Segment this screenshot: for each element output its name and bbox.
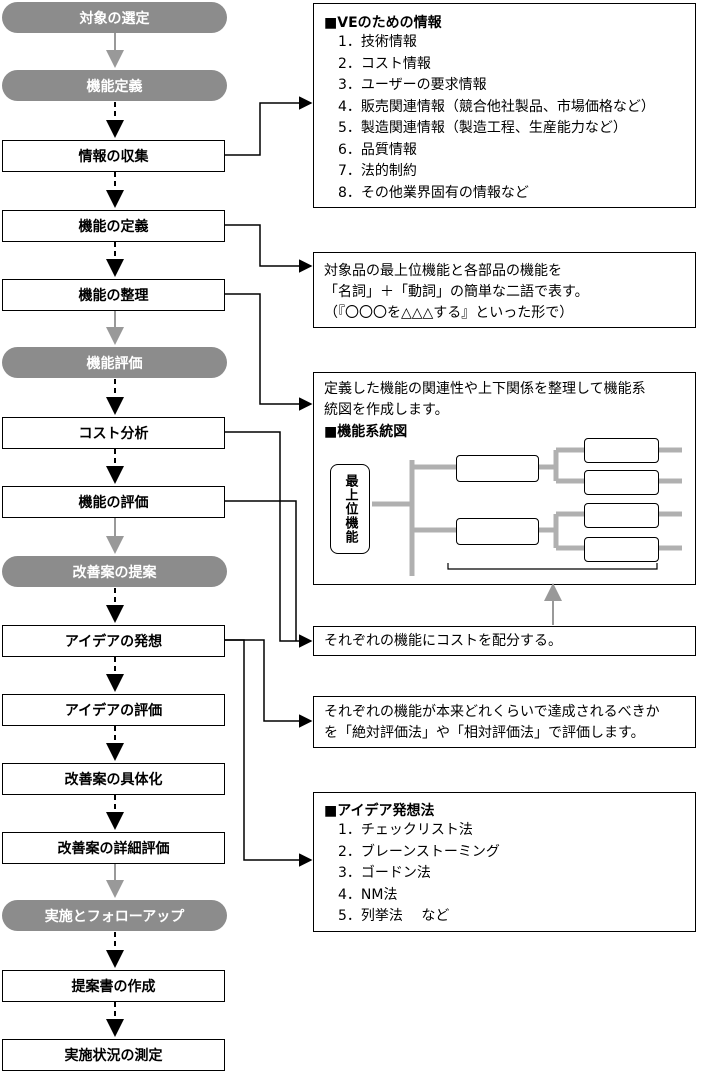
step-label: 機能の評価	[78, 495, 149, 511]
step-label: 提案書の作成	[71, 979, 156, 995]
list-item: 1．チェックリスト法	[338, 822, 473, 838]
connector-idea-panel	[225, 639, 313, 867]
connector-cost	[225, 431, 313, 648]
phase-improvement-proposal: 改善案の提案	[2, 556, 227, 587]
function-box	[584, 503, 659, 528]
function-box	[584, 470, 659, 495]
list-item: 4．販売関連情報（競合他社製品、市場価格など）	[338, 98, 655, 115]
function-box	[584, 537, 659, 562]
step-cost-analysis: コスト分析	[2, 417, 225, 449]
connector-eval	[225, 500, 297, 641]
step-concretize: 改善案の具体化	[2, 763, 225, 795]
list-item: 3．ゴードン法	[338, 865, 431, 881]
phase-label: 機能評価	[86, 355, 143, 372]
step-idea-generation: アイデアの発想	[2, 625, 225, 657]
list-item: 1．技術情報	[338, 34, 417, 50]
step-label: 実施状況の測定	[64, 1048, 163, 1064]
phase-label: 機能定義	[86, 78, 143, 95]
ve-info-panel: ■VEのための情報 1．技術情報 2．コスト情報 3．ユーザーの要求情報 4．販…	[313, 3, 696, 208]
define-panel: 対象品の最上位機能と各部品の機能を 「名詞」＋「動詞」の簡単な二語で表す。 （『…	[313, 252, 696, 328]
phase-label: 改善案の提案	[72, 564, 157, 581]
panel-line: （『〇〇〇を△△△する』といった形で）	[324, 305, 574, 321]
list-item: 5．列挙法 など	[338, 908, 450, 924]
step-label: 改善案の具体化	[64, 772, 163, 788]
step-idea-evaluation: アイデアの評価	[2, 694, 225, 726]
idea-methods-panel: ■アイデア発想法 1．チェックリスト法 2．ブレーンストーミング 3．ゴードン法…	[313, 792, 696, 932]
panel-title: ■VEのための情報	[324, 15, 442, 31]
list-item: 5．製造関連情報（製造工程、生産能力など）	[338, 120, 627, 136]
step-info-collection: 情報の収集	[2, 140, 225, 172]
diagram-title: ■機能系統図	[324, 424, 408, 440]
list-item: 7．法的制約	[338, 163, 417, 179]
phase-label: 実施とフォローアップ	[44, 908, 185, 925]
step-function-organize: 機能の整理	[2, 279, 225, 311]
step-detail-eval: 改善案の詳細評価	[2, 832, 225, 864]
step-function-define: 機能の定義	[2, 210, 225, 242]
list-item: 2．コスト情報	[338, 55, 431, 72]
list-item: 8．その他業界固有の情報など	[338, 184, 529, 201]
top-function-label: 最上位機能	[342, 474, 358, 544]
phase-function-definition: 機能定義	[2, 70, 227, 101]
connector-organize	[225, 293, 313, 411]
panel-line: を「絶対評価法」や「相対評価法」で評価します。	[324, 725, 645, 741]
step-function-eval: 機能の評価	[2, 486, 225, 518]
panel-title: ■アイデア発想法	[324, 803, 435, 819]
step-label: コスト分析	[78, 426, 149, 442]
step-label: 機能の定義	[78, 219, 149, 235]
cost-panel: それぞれの機能にコストを配分する。	[313, 626, 696, 656]
list-item: 3．ユーザーの要求情報	[338, 77, 487, 93]
step-label: アイデアの評価	[64, 703, 163, 719]
phase-target-selection: 対象の選定	[2, 2, 227, 33]
connector-eval-panel	[225, 501, 286, 641]
list-item: 2．ブレーンストーミング	[338, 843, 500, 860]
panel-line: 「名詞」＋「動詞」の簡単な二語で表す。	[324, 284, 589, 300]
panel-line: 統図を作成します。	[324, 402, 449, 418]
step-status-measure: 実施状況の測定	[2, 1039, 225, 1071]
function-box	[456, 455, 539, 482]
step-proposal-document: 提案書の作成	[2, 970, 225, 1002]
connector-idea	[225, 639, 313, 728]
list-item: 4．NM法	[338, 886, 398, 903]
connector-define	[225, 224, 313, 273]
panel-line: それぞれの機能が本来どれくらいで達成されるべきか	[324, 704, 660, 720]
phase-function-evaluation: 機能評価	[2, 347, 227, 378]
panel-line: それぞれの機能にコストを配分する。	[324, 633, 562, 649]
step-label: 情報の収集	[78, 149, 149, 165]
function-box	[584, 438, 659, 463]
step-label: 機能の整理	[78, 288, 149, 304]
function-box	[456, 518, 539, 545]
connector-info	[225, 96, 313, 156]
phase-label: 対象の選定	[79, 10, 150, 27]
panel-line: 対象品の最上位機能と各部品の機能を	[324, 263, 562, 279]
step-label: アイデアの発想	[64, 634, 163, 650]
eval-panel: それぞれの機能が本来どれくらいで達成されるべきか を「絶対評価法」や「相対評価法…	[313, 696, 696, 748]
panel-line: 定義した機能の関連性や上下関係を整理して機能系	[324, 381, 646, 397]
step-label: 改善案の詳細評価	[57, 841, 170, 857]
list-item: 6．品質情報	[338, 141, 417, 158]
top-function-box: 最上位機能	[330, 464, 370, 554]
phase-implementation: 実施とフォローアップ	[2, 900, 227, 931]
